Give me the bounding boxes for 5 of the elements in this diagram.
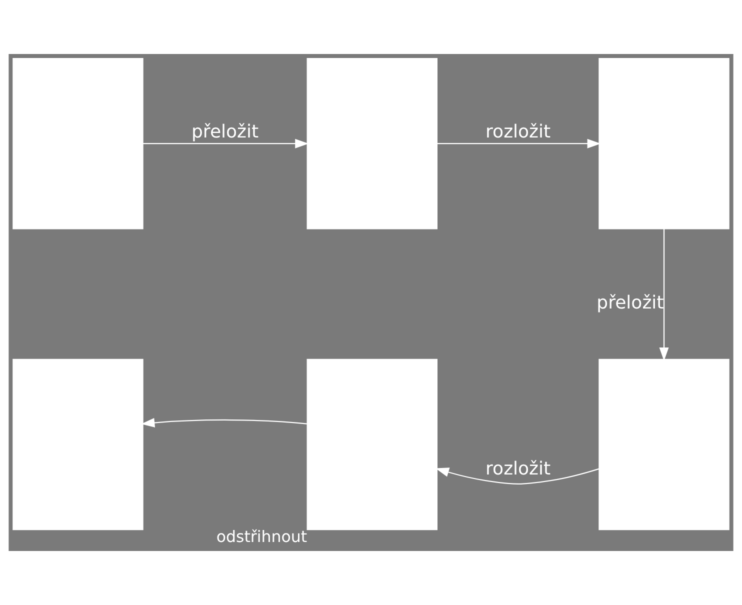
node-label: odstřihnout	[216, 527, 308, 546]
edge-label: přeložit	[192, 122, 259, 143]
edge-label: rozložit	[486, 122, 551, 143]
edge-label: přeložit	[596, 292, 664, 314]
edge-label: rozložit	[486, 458, 551, 480]
